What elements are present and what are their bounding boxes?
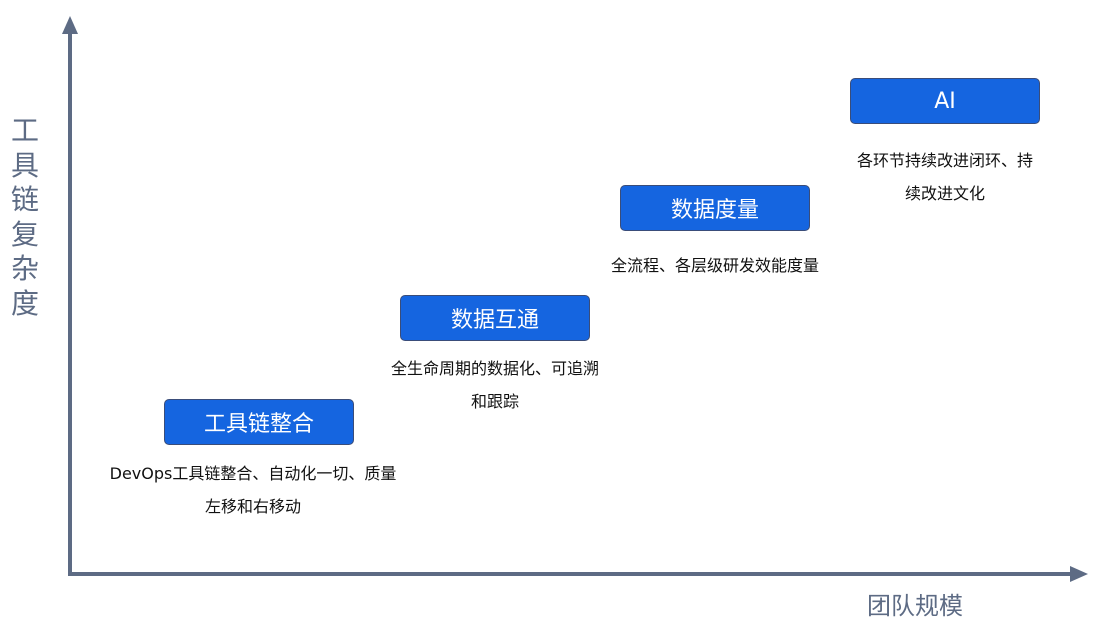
stage-description-data-metrics: 全流程、各层级研发效能度量 — [610, 256, 819, 275]
stage-box-ai: AI — [850, 78, 1040, 124]
stage-description-data-interop: 全生命周期的数据化、可追溯和跟踪 — [390, 359, 599, 411]
x-axis-arrow — [1070, 566, 1088, 582]
stage-box-data-metrics: 数据度量 — [620, 185, 810, 231]
stage-box-toolchain: 工具链整合 — [164, 399, 354, 445]
stage-description-ai: 各环节持续改进闭环、持续改进文化 — [856, 151, 1033, 203]
y-axis-arrow — [62, 16, 78, 34]
stage-box-data-interop: 数据互通 — [400, 295, 590, 341]
stage-description-toolchain: DevOps工具链整合、自动化一切、质量左移和右移动 — [109, 464, 397, 516]
x-axis-label: 团队规模 — [867, 592, 963, 620]
y-axis-label: 工具链复杂度 — [10, 114, 39, 320]
